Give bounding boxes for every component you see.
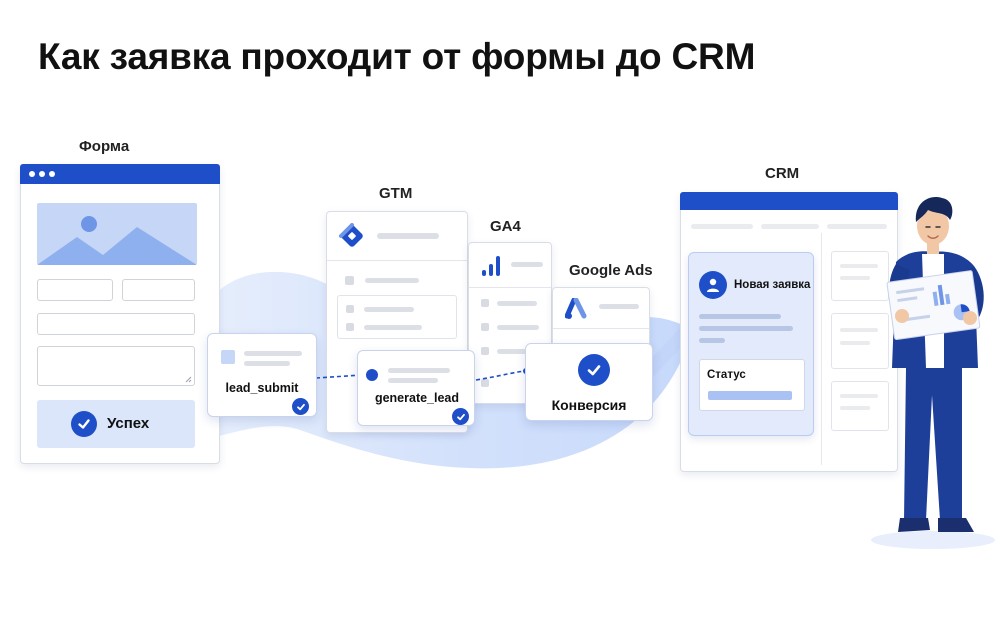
image-icon — [37, 216, 197, 265]
crm-card — [831, 381, 889, 431]
gtm-label: GTM — [379, 185, 413, 202]
google-ads-panel — [552, 287, 650, 347]
page-title: Как заявка проходит от формы до CRM — [38, 36, 756, 77]
image-placeholder — [37, 203, 197, 265]
crm-label: CRM — [765, 165, 800, 182]
window-dot-icon — [29, 171, 35, 177]
status-label: Статус — [707, 369, 746, 381]
google-ads-logo-icon — [565, 298, 587, 319]
user-avatar-icon — [699, 271, 727, 299]
window-dot-icon — [49, 171, 55, 177]
status-box[interactable]: Статус — [699, 359, 805, 411]
row-icon — [345, 276, 354, 285]
connector-gtm-to-ads — [475, 370, 526, 381]
ads-header-bar — [599, 304, 639, 309]
success-label: Успех — [107, 415, 150, 432]
event-node-icon — [366, 369, 378, 381]
lead-submit-label: lead_submit — [225, 381, 299, 395]
gtm-header-bar — [377, 233, 439, 239]
phone-field[interactable] — [122, 279, 195, 301]
new-lead-card[interactable]: Новая заявка Статус — [688, 252, 814, 436]
form-label: Форма — [79, 138, 130, 155]
google-ads-label: Google Ads — [569, 262, 653, 279]
check-circle-icon — [292, 398, 309, 415]
gtm-logo-icon — [339, 223, 363, 247]
conversion-event-card: Конверсия — [525, 343, 653, 421]
conversion-label: Конверсия — [551, 397, 627, 413]
resize-handle-icon — [185, 376, 192, 383]
gtm-tag-row — [337, 295, 457, 339]
crm-card — [831, 251, 889, 301]
crm-titlebar — [680, 192, 898, 210]
list-item — [365, 278, 419, 283]
event-icon — [221, 350, 235, 364]
check-circle-icon — [71, 411, 97, 437]
crm-card — [831, 313, 889, 369]
ga4-header-bar — [511, 262, 543, 267]
success-button[interactable]: Успех — [37, 400, 195, 448]
check-circle-icon — [578, 354, 610, 386]
check-circle-icon — [452, 408, 469, 425]
status-badge — [708, 391, 792, 400]
person-illustration — [871, 197, 995, 549]
generate-lead-event-card: generate_lead — [357, 350, 475, 426]
message-textarea[interactable] — [37, 346, 195, 386]
connector-form-to-gtm — [315, 374, 363, 379]
browser-titlebar — [20, 164, 220, 184]
form-window: Успех — [20, 164, 220, 464]
lead-submit-event-card: lead_submit — [207, 333, 317, 417]
new-lead-label: Новая заявка — [734, 279, 811, 291]
ga4-label: GA4 — [490, 218, 521, 235]
window-dot-icon — [39, 171, 45, 177]
generate-lead-label: generate_lead — [374, 391, 460, 405]
name-field[interactable] — [37, 279, 113, 301]
email-field[interactable] — [37, 313, 195, 335]
ga4-logo-icon — [482, 256, 500, 276]
